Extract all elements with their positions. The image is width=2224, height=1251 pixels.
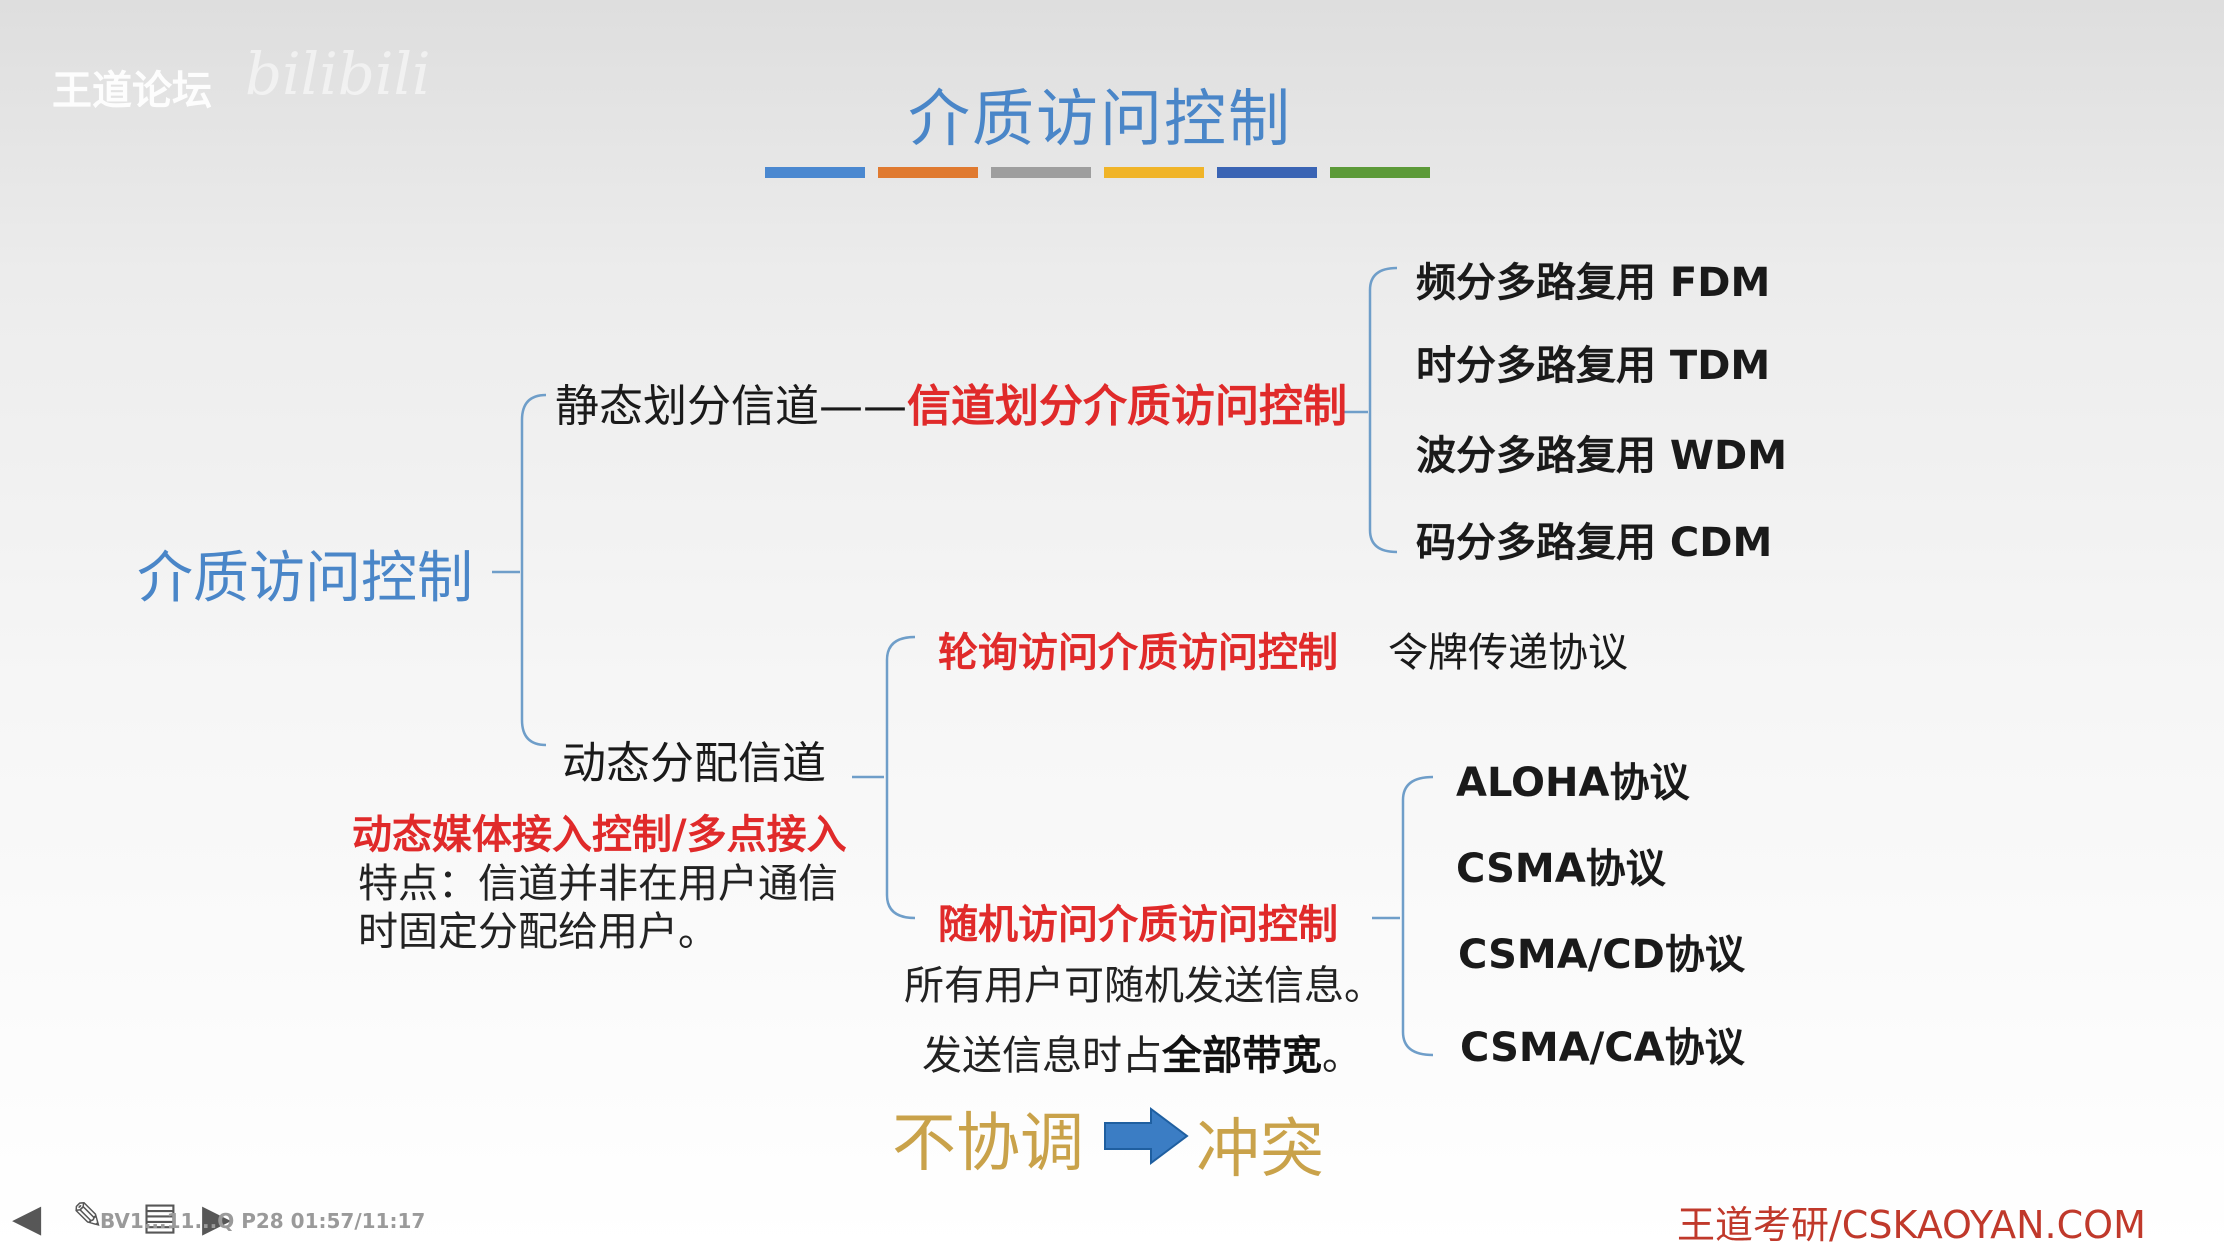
next-icon[interactable]: ▶ <box>202 1196 232 1240</box>
title-color-bar <box>765 167 1430 178</box>
menu-icon[interactable]: ▤ <box>142 1194 178 1238</box>
title-bar-segment <box>991 167 1091 178</box>
right-arrow-icon <box>1104 1107 1189 1165</box>
root-node: 介质访问控制 <box>137 546 473 611</box>
leaf-csma-cd: CSMA/CD协议 <box>1458 932 1745 978</box>
title-bar-segment <box>1104 167 1204 178</box>
random-note-line-1: 所有用户可随机发送信息。 <box>904 963 1384 1009</box>
feature-line-2: 时固定分配给用户。 <box>358 909 718 955</box>
collision-text: 冲突 <box>1196 1113 1324 1187</box>
leaf-csma-ca: CSMA/CA协议 <box>1460 1025 1745 1071</box>
token-passing-label: 令牌传递协议 <box>1388 630 1628 676</box>
previous-icon[interactable]: ◀ <box>12 1196 42 1240</box>
leaf-wdm: 波分多路复用 WDM <box>1416 433 1788 479</box>
watermark-text: 王道论坛 <box>52 68 212 114</box>
random-note-line-2: 发送信息时占全部带宽。 <box>922 1032 1362 1080</box>
title-bar-segment <box>878 167 978 178</box>
leaf-tdm: 时分多路复用 TDM <box>1416 343 1771 389</box>
title-bar-segment <box>1330 167 1430 178</box>
leaf-csma: CSMA协议 <box>1456 846 1666 892</box>
leaf-fdm: 频分多路复用 FDM <box>1416 260 1771 306</box>
page-title: 介质访问控制 <box>907 82 1292 155</box>
random-bracket <box>1372 775 1434 1057</box>
leaf-aloha: ALOHA协议 <box>1456 760 1690 806</box>
random-note-prefix: 发送信息时占 <box>922 1033 1162 1079</box>
root-bracket <box>492 393 547 747</box>
pen-icon[interactable]: ✎ <box>72 1194 104 1238</box>
title-bar-segment <box>1217 167 1317 178</box>
random-note-suffix: 。 <box>1322 1033 1362 1079</box>
dynamic-feature-note: 特点：信道并非在用户通信 时固定分配给用户。 <box>358 860 838 956</box>
static-channel-label: 静态划分信道—— <box>555 381 907 432</box>
uncoordinated-text: 不协调 <box>892 1107 1084 1181</box>
dynamic-channel-node: 动态分配信道 <box>562 738 826 789</box>
feature-line-1: 特点：信道并非在用户通信 <box>358 861 838 907</box>
polling-mac-label: 轮询访问介质访问控制 <box>938 630 1338 676</box>
random-mac-label: 随机访问介质访问控制 <box>938 902 1338 948</box>
title-bar-segment <box>765 167 865 178</box>
full-bandwidth-text: 全部带宽 <box>1162 1033 1322 1079</box>
leaf-cdm: 码分多路复用 CDM <box>1416 520 1773 566</box>
player-status-text: BV1...11...Q P28 01:57/11:17 <box>100 1209 426 1233</box>
dynamic-alias-label: 动态媒体接入控制/多点接入 <box>352 812 847 858</box>
bilibili-logo: bilibili <box>245 40 431 108</box>
footer-brand: 王道考研/CSKAOYAN.COM <box>1677 1203 2146 1247</box>
dynamic-bracket <box>852 635 916 920</box>
static-bracket <box>1342 266 1398 554</box>
channel-partition-mac-label: 信道划分介质访问控制 <box>907 381 1347 432</box>
static-channel-node: 静态划分信道——信道划分介质访问控制 <box>555 370 1347 434</box>
